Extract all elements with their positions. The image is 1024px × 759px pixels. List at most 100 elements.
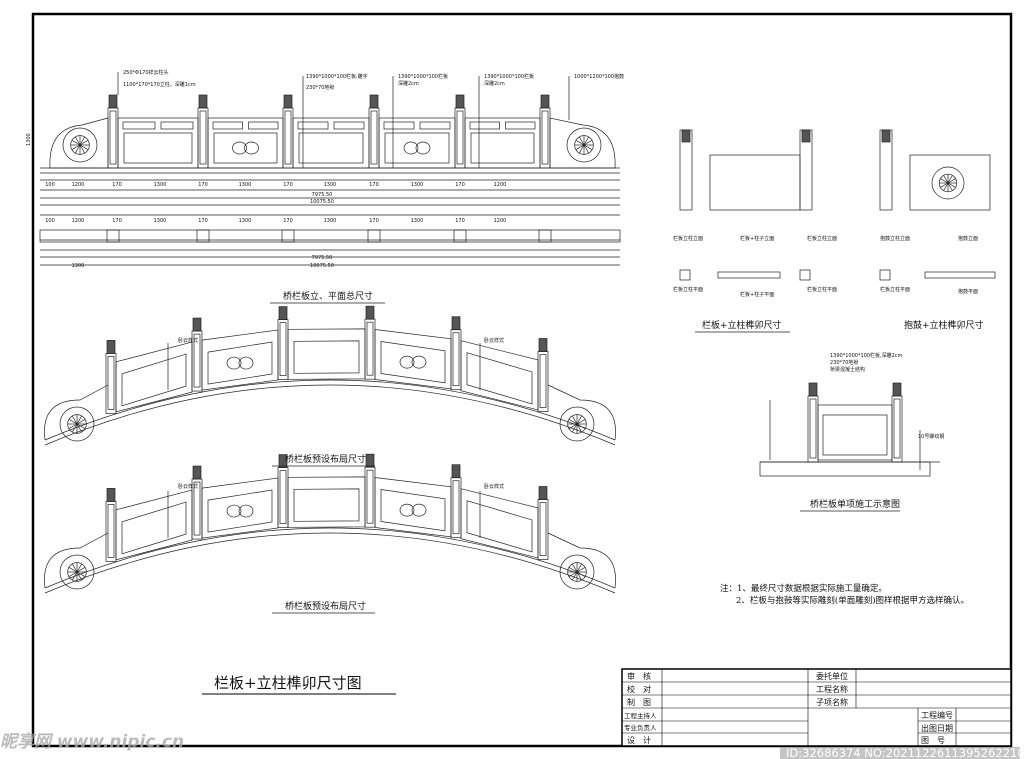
drum-spoke [79,140,89,146]
gourd-carving [244,141,259,155]
dimension-segment: 170 [198,182,208,188]
drawing-border [31,12,1013,748]
drum-spoke [575,144,585,150]
curved-panel [287,476,366,528]
drum-outline-right [547,384,616,441]
curved-panel-face [293,488,360,522]
callout-cloud-right-1: 卧云样式 [484,337,504,344]
main-title: 栏板+立柱榫卯尺寸图 [214,674,362,692]
post-inset [109,110,117,165]
detail-label-top-2: 栏板+柱子立面 [740,235,774,242]
curved-panel-face [380,341,446,384]
dimension-segment: 170 [198,218,208,224]
curved-panel [201,477,279,539]
post-inset [452,332,460,387]
callout-panel-b: 1390*1000*100栏板 [484,73,534,80]
callout-drum: 1000*1200*100抱鼓 [574,73,624,80]
post-inset [809,398,817,459]
curved-panel [287,328,366,380]
post-cap [369,94,379,109]
post-cap [106,488,116,502]
post-cap [365,305,375,320]
drum-spoke [940,178,949,184]
drum-spoke [572,415,578,425]
panel-slot [505,121,536,130]
tb-project-number: 工程编号 [921,710,953,720]
post [450,477,462,539]
drum-spoke [576,571,586,577]
panel-face [123,132,193,164]
caption-construction: 桥栏板单项施工示意图 [810,498,900,510]
post [537,351,549,412]
post [454,107,466,169]
post-inset [284,110,292,165]
dimension-segment: 100 [45,182,55,188]
dimension-segment: 170 [455,182,465,188]
dimension-segment: 170 [455,218,465,224]
post-inset [193,333,201,388]
drum-spoke [943,175,949,184]
drum-outline-right [547,532,616,589]
tb-client: 委托单位 [816,671,848,681]
baluster-panel [464,117,541,169]
dimension-segment: 1300 [411,182,424,188]
drum-spoke [576,563,582,573]
post [107,107,119,169]
drum-spoke [79,144,89,150]
dim-height: 1300 [26,133,32,146]
drum-spoke [576,415,582,425]
panel-face [384,132,450,164]
drum-spoke [583,144,593,150]
post-inset [541,110,549,165]
baluster-panel [207,117,284,169]
dimension-segment: 1200 [72,182,85,188]
drum-outline-left [44,384,109,441]
tb-discipline-lead: 专业负责人 [624,723,657,732]
curved-panel-face [121,353,187,407]
callout-cloud-right-2: 卧云样式 [484,483,504,490]
post [105,353,117,414]
plan-post [367,229,381,243]
drum-circle [931,166,965,200]
tb-check: 校 对 [627,684,651,694]
panel-face [298,132,364,164]
concrete-base [759,461,931,477]
post [807,395,819,463]
caption-joint-panel: 栏板+立柱榫卯尺寸 [702,319,782,331]
dimension-segment: 1300 [239,182,252,188]
post [368,107,380,169]
drum-spoke [947,175,953,184]
plan-post [538,229,552,243]
dim-overall-total: 10075.50 [310,199,334,205]
gourd-carving [399,355,415,369]
drum-spoke [75,136,81,146]
caption-elevation-plan: 桥栏板立、平面总尺寸 [283,290,373,302]
callout-post: 1100*170*170立柱，深雕1cm [123,81,196,88]
dimension-segment: 1300 [239,218,252,224]
post [537,499,549,560]
gourd-carving [411,503,427,517]
drum-spoke [68,567,78,573]
drum-spoke [76,419,86,425]
dimension-segment: 1200 [494,182,507,188]
callout-panel-a: 1390*1000*100栏板 [398,73,448,80]
post-inset [107,356,115,410]
dimension-segment: 170 [369,182,379,188]
drum-spoke [72,423,78,433]
post-inset [279,322,287,376]
detail-label-bottom-3: 栏板立柱平面 [807,286,837,293]
caption-layout-1: 桥栏板预设布局尺寸 [285,453,366,465]
dimension-segment: 1200 [72,218,85,224]
plan-outline [39,229,621,243]
drum-spoke [71,144,81,150]
post-cap [892,382,902,397]
panel-slot [212,121,243,130]
panel-slot [333,121,365,130]
post [450,329,462,391]
drum-spoke [579,144,585,154]
callout-panel-a2: 深雕2cm [398,80,419,87]
curved-panel-face [380,489,446,532]
drum-circle [566,127,602,163]
tb-issue-date: 出图日期 [921,723,953,733]
gourd-carving [226,356,242,370]
